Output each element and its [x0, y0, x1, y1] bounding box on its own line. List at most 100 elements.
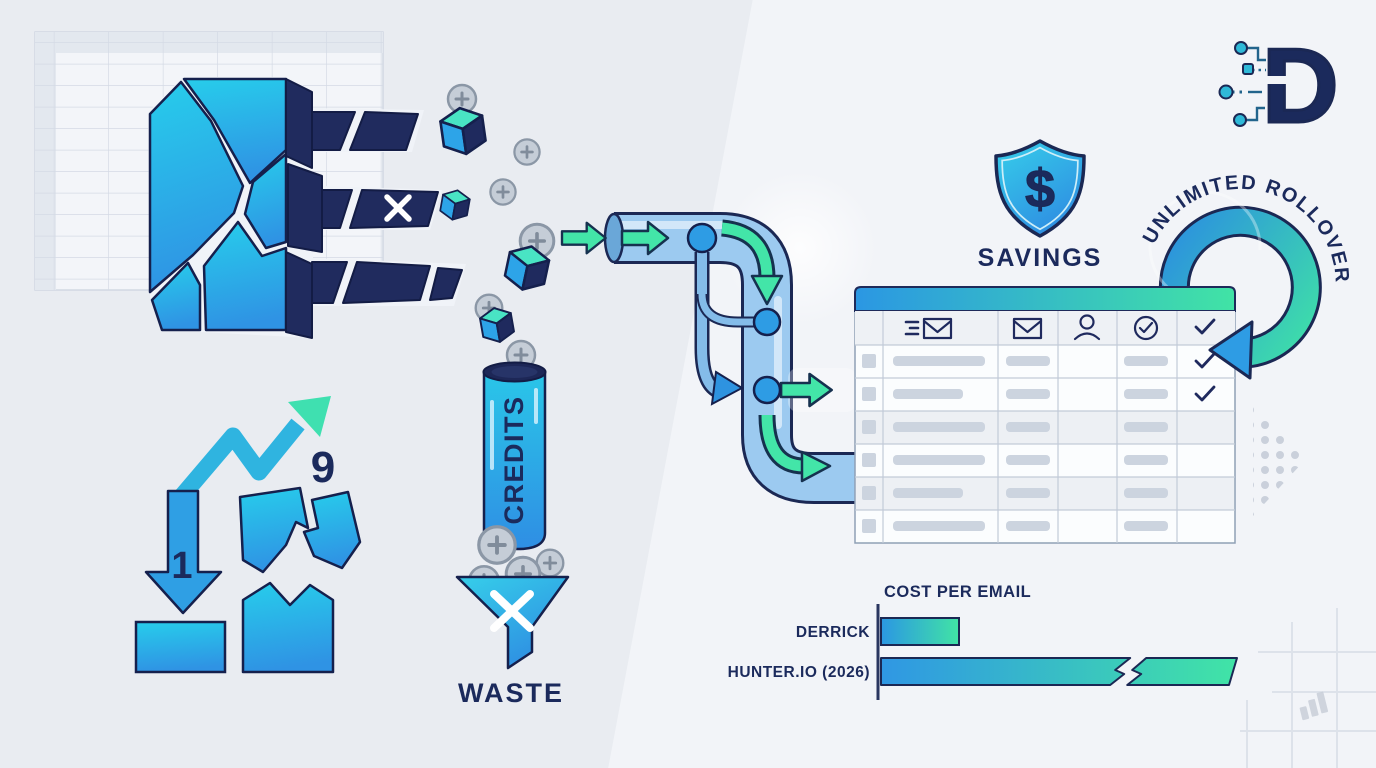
growth-arrow-icon — [169, 418, 305, 509]
block-shard — [202, 220, 288, 332]
email-icon — [1012, 317, 1043, 340]
circuit-node — [1233, 113, 1247, 127]
row-checkbox — [862, 420, 876, 434]
rollover-ring-icon — [1148, 190, 1322, 369]
circuit-node — [1234, 41, 1248, 55]
flow-arrow-icon — [720, 219, 784, 306]
contacts-table — [854, 286, 1236, 544]
row-checkbox — [862, 486, 876, 500]
block-shard — [182, 77, 288, 185]
block-shard — [148, 80, 245, 294]
bar-shatter-piece — [302, 490, 362, 570]
placeholder-bar — [1124, 356, 1168, 366]
placeholder-bar — [1006, 389, 1050, 399]
table-row — [862, 352, 1216, 369]
dots-pattern — [1253, 404, 1305, 516]
chart-bar-derrick — [880, 617, 960, 646]
person-icon — [1073, 314, 1101, 341]
kept-count: 1 — [171, 545, 192, 587]
rollover-arrowhead-icon — [1208, 320, 1254, 380]
verified-icon — [1133, 315, 1159, 341]
data-slab — [321, 189, 439, 229]
row-checkbox — [862, 354, 876, 368]
placeholder-bar — [1006, 488, 1050, 498]
placeholder-bar — [1006, 521, 1050, 531]
cost-chart: COST PER EMAIL DERRICK HUNTER.IO (2026) — [728, 583, 1238, 700]
coin-plus-icon — [513, 138, 541, 166]
data-cube-icon — [437, 103, 489, 159]
waste-x-icon — [490, 590, 534, 632]
placeholder-bar — [893, 521, 985, 531]
wasted-count: 9 — [311, 443, 335, 492]
data-slab — [311, 261, 463, 304]
pipe-node — [752, 307, 782, 337]
bar-small — [134, 620, 227, 674]
table-row — [862, 453, 1168, 467]
derrick-logo: D — [1218, 26, 1340, 147]
reject-x-icon — [384, 194, 412, 222]
dollar-icon: $ — [1025, 159, 1055, 219]
pipe-opening — [603, 212, 625, 264]
table-row — [862, 486, 1168, 500]
placeholder-bar — [893, 455, 985, 465]
placeholder-bar — [893, 389, 963, 399]
data-slab — [311, 111, 419, 151]
chart-bar-hunter-right — [1126, 657, 1238, 686]
flow-arrow-icon — [758, 414, 832, 483]
chart-label-hunter: HUNTER.IO (2026) — [728, 664, 870, 681]
row-check-icon — [1194, 352, 1216, 369]
placeholder-bar — [893, 356, 985, 366]
bar-shatter-piece — [238, 486, 310, 574]
placeholder-bar — [893, 488, 963, 498]
placeholder-bar — [1124, 389, 1168, 399]
drop-arrow-icon — [144, 489, 223, 615]
waste-label: WASTE — [458, 678, 564, 708]
placeholder-bar — [1006, 455, 1050, 465]
pipe-node — [752, 375, 782, 405]
circuit-node — [1218, 84, 1234, 100]
table-header-bar — [854, 286, 1236, 312]
block-shard — [150, 261, 202, 332]
falling-credits — [437, 83, 556, 371]
check-icon — [1194, 318, 1216, 335]
credits-label: CREDITS — [499, 395, 529, 524]
block-shard — [243, 152, 288, 250]
grid-watermark — [1240, 608, 1376, 768]
chart-watermark-icon — [1299, 691, 1329, 721]
branch-arrow-icon — [710, 370, 745, 406]
flow-arrow-icon — [560, 221, 607, 255]
savings-label: SAVINGS — [978, 244, 1103, 272]
pipe-node — [686, 222, 718, 254]
row-checkbox — [862, 519, 876, 533]
circuit-node — [1242, 63, 1254, 75]
credits-cylinder: CREDITS — [482, 361, 547, 551]
placeholder-bar — [893, 422, 985, 432]
row-checkbox — [862, 387, 876, 401]
placeholder-bar — [1124, 455, 1168, 465]
flow-pipe — [560, 212, 858, 504]
row-checkbox — [862, 453, 876, 467]
savings-shield-icon: $ — [994, 139, 1086, 238]
placeholder-bar — [1006, 422, 1050, 432]
row-check-icon — [1194, 385, 1216, 402]
chart-title: COST PER EMAIL — [884, 583, 1031, 601]
chart-bar-hunter-left — [880, 657, 1132, 686]
branch-pipe — [694, 252, 760, 406]
table-row — [862, 420, 1168, 434]
table-rows — [862, 352, 1216, 533]
bar-broken — [241, 581, 335, 674]
placeholder-bar — [1006, 356, 1050, 366]
data-cube-icon — [438, 187, 472, 223]
waste-funnel: WASTE — [455, 575, 570, 708]
placeholder-bar — [1124, 488, 1168, 498]
chart-label-derrick: DERRICK — [796, 624, 870, 641]
table-row — [862, 519, 1168, 533]
logo-letter: D — [1262, 27, 1339, 145]
broken-data-block — [148, 77, 466, 339]
table-row — [862, 385, 1216, 402]
placeholder-bar — [1124, 521, 1168, 531]
waste-ratio-figure: 1 9 — [134, 396, 362, 674]
coin-plus-icon — [489, 178, 517, 206]
placeholder-bar — [1124, 422, 1168, 432]
coin-plus-icon — [476, 524, 518, 566]
